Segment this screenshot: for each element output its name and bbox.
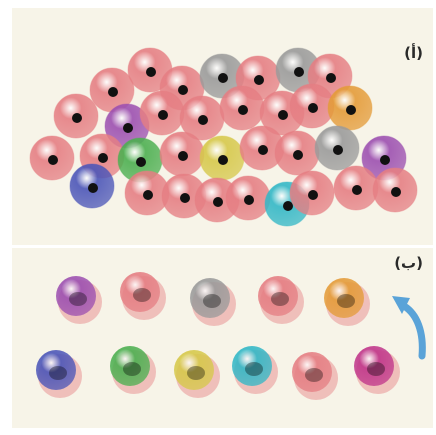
cell-14 [289,83,335,129]
cell-nucleus [258,145,268,155]
cell-22 [274,130,320,176]
sorted-cell-10 [292,352,338,400]
cell-23 [314,125,360,171]
sorted-cell-5 [324,278,370,326]
panel-b-sorted-cells: (ب) [12,248,433,428]
cell-nucleus [254,75,264,85]
cell-nucleus [352,185,362,195]
cell-nucleus [178,85,188,95]
curved-arrow-icon [392,296,426,360]
cell-21 [239,125,285,171]
panel-a-mixed-cells: (أ) [12,8,433,245]
sorted-cell-3 [190,278,236,326]
cell-31 [289,170,335,216]
cell-nucleus [158,110,168,120]
cell-nucleus [218,73,228,83]
cell-nucleus [346,105,356,115]
cell-32 [333,165,379,211]
cell-7 [89,67,135,113]
sorted-cell-rows [36,272,426,400]
cell-25 [69,163,115,209]
cell-nucleus [283,201,293,211]
cell-nucleus [88,183,98,193]
cell-nucleus [187,366,205,380]
sorted-cell-6 [36,350,82,398]
cell-nucleus [123,123,133,133]
cell-nucleus [108,87,118,97]
mixed-cell-cluster [29,47,418,227]
cell-nucleus [308,190,318,200]
sorted-cell-2 [120,272,166,320]
cell-nucleus [143,190,153,200]
sorted-cell-8 [174,350,220,398]
cell-nucleus [244,195,254,205]
cell-nucleus [180,193,190,203]
cell-nucleus [218,155,228,165]
sorted-cell-7 [110,346,156,394]
cell-12 [219,85,265,131]
cell-16 [29,135,75,181]
sorted-cell-1 [56,276,102,324]
cell-nucleus [133,288,151,302]
cell-nucleus [380,155,390,165]
cell-nucleus [72,113,82,123]
sorted-cell-11 [354,346,400,394]
cell-15 [327,85,373,131]
cell-nucleus [69,292,87,306]
sorted-cell-4 [258,276,304,324]
cell-nucleus [367,362,385,376]
sorted-cell-9 [232,346,278,394]
cell-19 [159,131,205,177]
cell-nucleus [146,67,156,77]
cell-nucleus [293,150,303,160]
cell-nucleus [294,67,304,77]
cell-nucleus [337,294,355,308]
panel-b-label: (ب) [394,254,423,272]
cell-10 [139,90,185,136]
cell-nucleus [305,368,323,382]
cell-nucleus [333,145,343,155]
cell-nucleus [123,362,141,376]
cell-8 [53,93,99,139]
cell-3 [199,53,245,99]
cell-nucleus [49,366,67,380]
panel-a-label: (أ) [404,44,423,62]
cell-11 [179,95,225,141]
cell-nucleus [308,103,318,113]
cell-29 [225,175,271,221]
cell-nucleus [391,187,401,197]
cell-20 [199,135,245,181]
cell-nucleus [136,157,146,167]
cell-33 [372,167,418,213]
cell-nucleus [238,105,248,115]
cell-nucleus [245,362,263,376]
cell-nucleus [48,155,58,165]
cell-nucleus [326,73,336,83]
cell-nucleus [271,292,289,306]
cell-nucleus [213,197,223,207]
cell-nucleus [98,153,108,163]
cell-27 [161,173,207,219]
cell-nucleus [278,110,288,120]
cell-nucleus [178,151,188,161]
cell-nucleus [198,115,208,125]
cell-nucleus [203,294,221,308]
